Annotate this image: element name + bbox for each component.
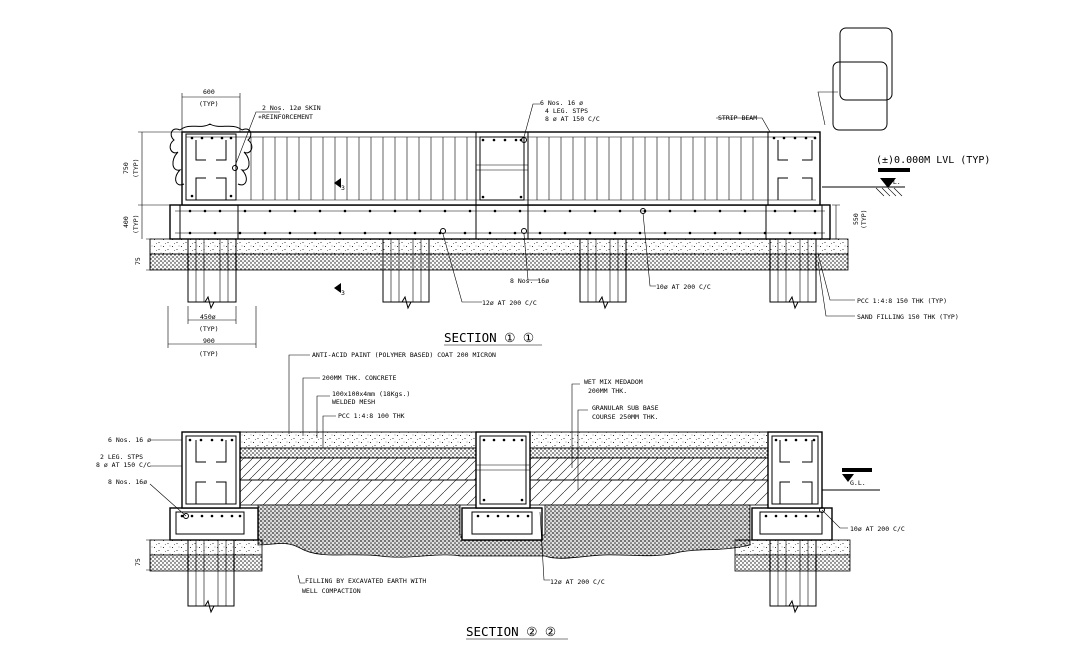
note-stirrup-1: 6 Nos. 16 ø xyxy=(540,99,583,107)
callout-box xyxy=(832,61,888,131)
note-stirrup-3: 8 ø AT 150 C/C xyxy=(545,115,600,123)
callout-box xyxy=(839,27,893,101)
dim-600: 600 xyxy=(203,88,215,96)
dim-750-typ: (TYP) xyxy=(132,158,140,178)
note-stps-1: 2 LEG. STPS xyxy=(100,453,143,461)
dim-550: 550 xyxy=(852,213,860,225)
leaders xyxy=(234,91,855,317)
dim-400-typ: (TYP) xyxy=(132,214,140,234)
sand-bed xyxy=(149,253,849,271)
section-marker-label: 3 xyxy=(341,289,345,297)
footing-inner xyxy=(175,511,245,535)
note-8nos: 8 Nos. 16ø xyxy=(510,277,549,285)
level-marker-icon xyxy=(842,474,854,482)
pcc-layer xyxy=(239,447,477,459)
note-paint: ANTI-ACID PAINT (POLYMER BASED) COAT 200… xyxy=(312,351,496,359)
beam-wall xyxy=(181,131,821,206)
ground-hatch xyxy=(875,187,903,197)
section-marker-label: 3 xyxy=(341,184,345,192)
note-6nos: 6 Nos. 16 ø xyxy=(108,436,151,444)
pile-bars xyxy=(195,212,809,302)
beam xyxy=(181,431,241,509)
note-stirrup-2: 4 LEG. STPS xyxy=(545,107,588,115)
footing-inner xyxy=(471,511,533,535)
note-12at200: 12ø AT 200 C/C xyxy=(550,578,605,586)
footing-rebar xyxy=(175,210,825,234)
right-beam-section xyxy=(767,131,821,206)
pcc-layer xyxy=(529,447,769,459)
footing-rebar-dots xyxy=(188,209,817,235)
note-gsb-1: GRANULAR SUB BASE xyxy=(592,404,659,412)
wmm-layer xyxy=(529,457,769,481)
pile-breaks xyxy=(188,295,816,310)
note-fill-1: FILLING BY EXCAVATED EARTH WITH xyxy=(305,577,426,585)
section-arrow-icon xyxy=(334,178,341,188)
note-wmm-2: 200MM THK. xyxy=(588,387,627,395)
section-2-title: SECTION ② ② xyxy=(466,624,556,639)
note-mesh-1: 100x100x4mm (18Kgs.) xyxy=(332,390,410,398)
note-skin-1: 2 Nos. 12ø SKIN xyxy=(262,104,321,112)
dim-450-typ: (TYP) xyxy=(199,325,219,333)
center-beam-section xyxy=(475,131,529,206)
note-star: * xyxy=(258,114,262,122)
dim-550-typ: (TYP) xyxy=(860,209,868,229)
gl-label: G.L. xyxy=(885,178,901,186)
wall-vertical-bars xyxy=(186,136,816,201)
pcc-bed xyxy=(149,539,263,556)
dim-750: 750 xyxy=(122,162,130,174)
footing-band xyxy=(169,204,831,240)
note-skin-2: REINFORCEMENT xyxy=(262,113,313,121)
sand-bed xyxy=(734,554,851,572)
gl-bar xyxy=(878,168,910,172)
left-beam-section xyxy=(169,123,253,201)
concrete-slab xyxy=(239,431,477,449)
dim-600-typ: (TYP) xyxy=(199,100,219,108)
section-2: G.L. 75 ANTI-ACID PAINT (POLYMER BASED) … xyxy=(96,351,905,640)
dim-900-typ: (TYP) xyxy=(199,350,219,358)
sand-bed xyxy=(149,554,263,572)
wmm-layer xyxy=(239,457,477,481)
dim-450: 450ø xyxy=(200,313,216,321)
leaders xyxy=(149,354,848,584)
note-gsb-2: COURSE 250MM THK. xyxy=(592,413,659,421)
note-concrete: 200MM THK. CONCRETE xyxy=(322,374,396,382)
note-10at200: 10ø AT 200 C/C xyxy=(850,525,905,533)
earth-fill xyxy=(257,504,751,559)
note-12at200: 12ø AT 200 C/C xyxy=(482,299,537,307)
beam xyxy=(767,431,823,509)
note-wmm-1: WET MIX MEDADOM xyxy=(584,378,643,386)
gsb-layer xyxy=(239,479,477,506)
footing xyxy=(751,507,833,541)
concrete-slab xyxy=(529,431,769,449)
section-1-title: SECTION ① ① xyxy=(444,330,534,345)
dim-900: 900 xyxy=(203,337,215,345)
note-8nos: 8 Nos. 16ø xyxy=(108,478,147,486)
note-pcc: PCC 1:4:8 100 THK xyxy=(338,412,405,420)
note-10at200: 10ø AT 200 C/C xyxy=(656,283,711,291)
pcc-bed xyxy=(734,539,851,556)
dim-75: 75 xyxy=(134,558,142,566)
dimension-lines xyxy=(138,93,840,348)
section-arrow-icon xyxy=(334,283,341,293)
gsb-layer xyxy=(529,479,769,506)
dim-75: 75 xyxy=(134,257,142,265)
note-stps-2: 8 ø AT 150 C/C xyxy=(96,461,151,469)
level-marker-icon xyxy=(880,178,896,188)
note-mesh-2: WELDED MESH xyxy=(332,398,375,406)
note-pcc: PCC 1:4:8 150 THK (TYP) xyxy=(857,297,947,305)
gl-bar xyxy=(842,468,872,472)
note-sand: SAND FILLING 150 THK (TYP) xyxy=(857,313,959,321)
footing xyxy=(461,507,543,541)
section-1: (±)0.000M LVL (TYP) G.L. 600 (TYP) 750 (… xyxy=(122,27,990,358)
footing-dots xyxy=(180,514,820,518)
footing-inner xyxy=(759,511,823,535)
footing xyxy=(169,507,259,541)
note-fill-2: WELL COMPACTION xyxy=(302,587,361,595)
dim-400: 400 xyxy=(122,216,130,228)
level-label: (±)0.000M LVL (TYP) xyxy=(876,155,990,166)
gl-label: G.L. xyxy=(850,479,866,487)
note-strip-beam: STRIP BEAM xyxy=(718,114,757,122)
pcc-bed xyxy=(149,238,849,255)
